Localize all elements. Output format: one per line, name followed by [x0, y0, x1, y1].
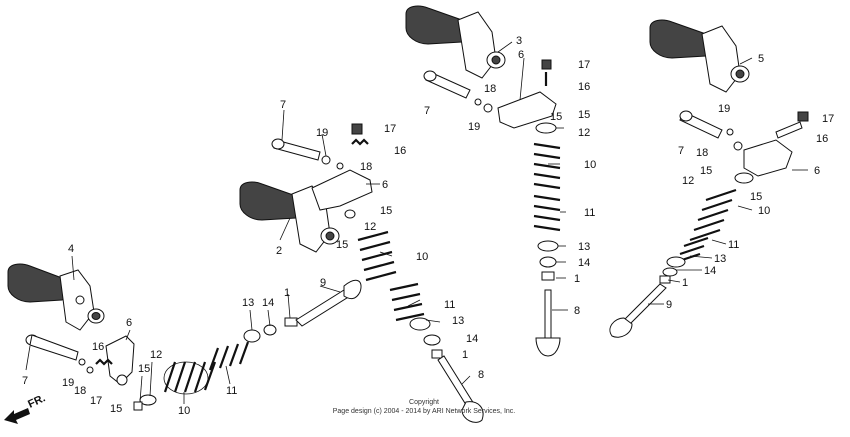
callout-11c: 11 [584, 207, 595, 219]
callout-14d: 14 [704, 265, 716, 277]
callout-1a: 1 [284, 287, 290, 299]
copyright-notice: Page design (c) 2004 - 2014 by ARI Netwo… [333, 408, 516, 415]
callout-17a: 17 [90, 395, 102, 407]
callout-12c: 12 [578, 127, 590, 139]
callout-6a: 6 [126, 317, 132, 329]
callout-19b: 19 [316, 127, 328, 139]
callout-13a: 13 [242, 297, 254, 309]
copyright-title: Copyright [409, 399, 439, 406]
callout-3: 3 [516, 35, 522, 47]
callout-10a: 10 [178, 405, 190, 417]
assembly-upper-middle [405, 5, 561, 357]
callout-16a: 16 [92, 341, 104, 353]
callout-14b: 14 [466, 333, 478, 345]
leader-lines [25, 41, 808, 404]
callout-9b: 9 [666, 299, 672, 311]
callout-8b: 8 [574, 305, 580, 317]
callout-16b: 16 [394, 145, 406, 157]
callout-7b: 7 [280, 99, 286, 111]
callout-10d: 10 [758, 205, 770, 217]
callout-13b: 13 [452, 315, 464, 327]
callout-10b: 10 [416, 251, 428, 263]
callout-12a: 12 [150, 349, 162, 361]
callout-1d: 1 [682, 277, 688, 289]
callout-1b: 1 [462, 349, 468, 361]
callout-18a: 18 [74, 385, 86, 397]
rocker-arm-6d [743, 139, 793, 177]
callout-1c: 1 [574, 273, 580, 285]
assembly-middle [239, 123, 484, 423]
callout-17d: 17 [822, 113, 834, 125]
valve-spring-10b [357, 230, 397, 282]
callout-12b: 12 [364, 221, 376, 233]
rocker-arm-6c [497, 91, 557, 129]
callout-14c: 14 [578, 257, 590, 269]
callout-15g: 15 [700, 165, 712, 177]
callout-10c: 10 [584, 159, 596, 171]
callout-7a: 7 [22, 375, 28, 387]
callout-17c: 17 [578, 59, 590, 71]
valve-spring-11a [208, 341, 250, 371]
assembly-right [609, 19, 809, 338]
callout-11a: 11 [226, 385, 237, 397]
camshaft-holder-4 [7, 263, 105, 331]
valve-8a [437, 355, 484, 423]
valve-spring-10a [163, 361, 217, 395]
callout-13c: 13 [578, 241, 590, 253]
callout-7c: 7 [424, 105, 430, 117]
callout-9a: 9 [320, 277, 326, 289]
front-direction-arrow [4, 408, 30, 424]
callout-6c: 6 [518, 49, 524, 61]
callout-7d: 7 [678, 145, 684, 157]
callout-18d: 18 [696, 147, 708, 159]
callout-19a: 19 [62, 377, 74, 389]
callout-16d: 16 [816, 133, 828, 145]
callout-13d: 13 [714, 253, 726, 265]
callout-6d: 6 [814, 165, 820, 177]
callout-2: 2 [276, 245, 282, 257]
valve-8b [535, 289, 561, 357]
callout-19d: 19 [718, 103, 730, 115]
callout-15a: 15 [138, 363, 150, 375]
valve-spring-11c [533, 194, 561, 232]
callout-15c: 15 [380, 205, 392, 217]
callout-19c: 19 [468, 121, 480, 133]
callout-15h: 15 [750, 191, 762, 203]
callout-11b: 11 [444, 299, 455, 311]
callout-labels: 4 6 16 12 15 7 19 18 17 15 10 11 13 14 1… [22, 35, 834, 417]
front-marker-label: FR. [26, 392, 47, 410]
valve-spring-11b [389, 282, 425, 322]
callout-15f: 15 [578, 109, 590, 121]
valve-9b [609, 283, 667, 338]
callout-16c: 16 [578, 81, 590, 93]
callout-12d: 12 [682, 175, 694, 187]
callout-15d: 15 [336, 239, 348, 251]
callout-6b: 6 [382, 179, 388, 191]
rocker-arm-6b [311, 169, 373, 211]
valve-spring-10c [533, 142, 561, 190]
callout-18c: 18 [484, 83, 496, 95]
callout-15b: 15 [110, 403, 122, 415]
callout-5: 5 [758, 53, 764, 65]
callout-18b: 18 [360, 161, 372, 173]
valve-spring-10d [689, 188, 737, 242]
rocker-arm-6a [105, 335, 135, 385]
assembly-lower-left [7, 263, 362, 411]
valve-guide-7a [25, 334, 79, 361]
callout-14a: 14 [262, 297, 274, 309]
callout-8a: 8 [478, 369, 484, 381]
callout-11d: 11 [728, 239, 739, 251]
valve-9a [295, 279, 362, 327]
callout-4a: 4 [68, 243, 74, 255]
callout-15e: 15 [550, 111, 562, 123]
callout-17b: 17 [384, 123, 396, 135]
